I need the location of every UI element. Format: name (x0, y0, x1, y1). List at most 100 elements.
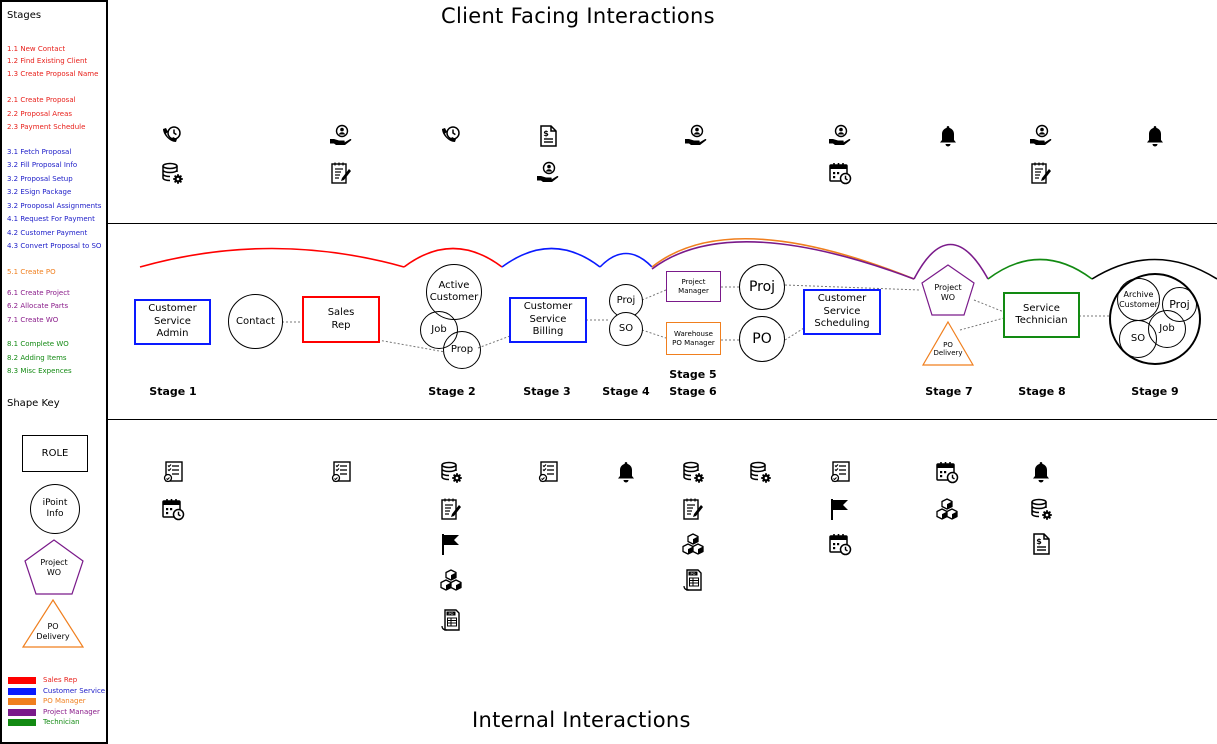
database-gear-icon-glyph (1031, 498, 1052, 520)
hand-person-icon (1029, 124, 1053, 148)
stage-label-5: Stage 5 (669, 368, 717, 381)
node-project-wo-pentagon[interactable] (920, 263, 976, 317)
role-warehouse-po-manager[interactable]: Warehouse PO Manager (666, 322, 721, 355)
role-line: Customer (148, 303, 197, 315)
legend-label: PO Manager (43, 697, 86, 705)
node-so[interactable]: SO (609, 312, 643, 346)
stage-list-item: 1.1 New Contact (7, 45, 66, 53)
legend-swatch (8, 719, 36, 726)
stage-list-item: 4.2 Customer Payment (7, 229, 88, 237)
node-po-delivery-triangle[interactable] (921, 320, 975, 367)
node-so-label: SO (618, 323, 634, 334)
po-manager-arc (651, 237, 915, 280)
boxes-icon (681, 532, 705, 556)
legend-label: Technician (43, 718, 80, 726)
node-job[interactable]: Job (420, 311, 458, 349)
database-gear-icon-glyph (750, 461, 771, 483)
svg-text:$: $ (543, 129, 549, 138)
checklist-icon-glyph (331, 461, 351, 483)
node-prop[interactable]: Prop (443, 331, 481, 369)
node-proj-large[interactable]: Proj (739, 264, 785, 310)
client-facing-title: Client Facing Interactions (441, 4, 715, 28)
node-archive-proj-label: Proj (1169, 297, 1190, 311)
stage-list-item: 3.2 ESign Package (7, 188, 72, 196)
calendar-clock-icon (828, 532, 852, 556)
bell-icon-glyph (1147, 126, 1163, 147)
node-proj-large-label: Proj (748, 278, 776, 295)
node-archive-line1: Archive (1123, 289, 1154, 299)
shape-key-info-line2: Info (46, 509, 64, 519)
stage-list-item: 5.1 Create PO (7, 268, 56, 276)
shape-key-triangle (21, 598, 85, 648)
shape-key-role-label: ROLE (41, 448, 69, 459)
database-gear-icon (439, 460, 463, 484)
checklist-icon (536, 460, 560, 484)
node-po[interactable]: PO (739, 316, 785, 362)
node-job-label: Job (431, 324, 447, 335)
node-proj[interactable]: Proj (609, 284, 643, 318)
invoice-dollar-icon: $ (536, 124, 560, 148)
customer-service-arc-2 (599, 252, 653, 268)
shape-key-title: Shape Key (7, 398, 60, 409)
bell-icon (1029, 460, 1053, 484)
stage-list-item: 2.1 Create Proposal (7, 96, 76, 104)
section-divider-bottom (108, 419, 1217, 420)
project-manager-arc-2 (913, 243, 989, 280)
node-active-customer[interactable]: Active Customer (426, 264, 482, 320)
role-project-manager[interactable]: Project Manager (666, 271, 721, 302)
database-gear-icon (1029, 497, 1053, 521)
boxes-icon (439, 568, 463, 592)
stage-list-item: 2.3 Payment Schedule (7, 123, 86, 131)
notepad-pencil-icon-glyph (331, 162, 351, 184)
phone-clock-icon (160, 124, 184, 148)
stage-label-3: Stage 3 (523, 385, 571, 398)
notepad-pencil-icon (681, 497, 705, 521)
shape-key-triangle-label: PO Delivery (21, 622, 85, 641)
role-line: Customer (817, 293, 867, 305)
section-divider-top (108, 223, 1217, 224)
stage-list-item: 4.3 Convert Proposal to SO (7, 242, 102, 250)
role-line: PO Manager (672, 338, 715, 347)
stages-title: Stages (7, 10, 42, 21)
hand-person-icon (329, 124, 353, 148)
role-line: Admin (156, 328, 189, 340)
shape-key-role: ROLE (22, 435, 88, 472)
node-po-delivery-label: PO Delivery (921, 341, 975, 358)
phone-clock-icon-glyph (442, 126, 460, 142)
node-archive-so-label: SO (1130, 333, 1146, 344)
role-line: Customer (523, 301, 573, 313)
stage-list-item: 7.1 Create WO (7, 316, 59, 324)
svg-text:PO: PO (449, 612, 454, 616)
notepad-pencil-icon (329, 161, 353, 185)
role-customer-service-admin[interactable]: Customer Service Admin (134, 299, 211, 345)
stage-list-item: 8.1 Complete WO (7, 340, 69, 348)
po-document-icon: PO (439, 608, 463, 632)
legend-swatch (8, 698, 36, 705)
stage-list-item: 3.2 Proposal Setup (7, 175, 73, 183)
shape-key-triangle-line2: Delivery (36, 631, 70, 641)
node-active-customer-line1: Active (438, 280, 470, 291)
archive-arc (1091, 258, 1217, 280)
shape-key-info: iPoint Info (30, 484, 80, 534)
role-customer-service-billing[interactable]: Customer Service Billing (509, 297, 587, 343)
role-service-technician[interactable]: Service Technician (1003, 292, 1080, 338)
legend-label: Sales Rep (43, 676, 78, 684)
calendar-clock-icon (828, 161, 852, 185)
node-po-delivery-line2: Delivery (933, 349, 963, 358)
bell-icon (614, 460, 638, 484)
bell-icon-glyph (1033, 462, 1049, 483)
stage-list-item: 1.2 Find Existing Client (7, 57, 88, 65)
role-line: Manager (678, 286, 709, 295)
hand-person-icon (828, 124, 852, 148)
role-customer-service-scheduling[interactable]: Customer Service Scheduling (803, 289, 881, 335)
role-line: Service (154, 315, 191, 327)
node-contact[interactable]: Contact (228, 294, 283, 349)
stage-list-item: 6.1 Create Project (7, 289, 70, 297)
checklist-icon (329, 460, 353, 484)
boxes-icon-glyph (682, 533, 704, 555)
role-sales-rep[interactable]: Sales Rep (302, 296, 380, 343)
role-line: Billing (532, 326, 564, 338)
node-archive-so[interactable]: SO (1119, 320, 1157, 358)
flag-icon (828, 497, 852, 521)
node-po-label: PO (752, 330, 772, 347)
